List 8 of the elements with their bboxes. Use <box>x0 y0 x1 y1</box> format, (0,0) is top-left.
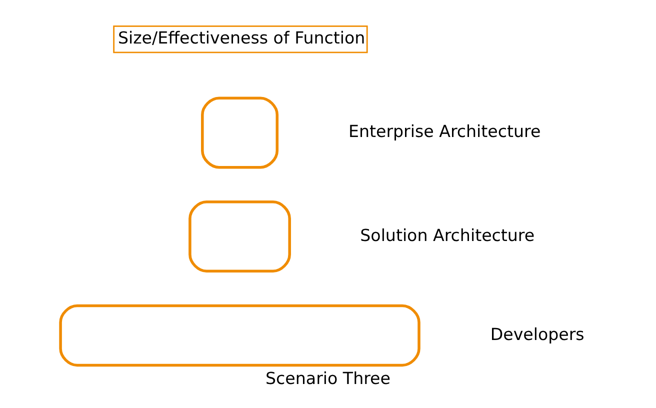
label: Developers <box>490 324 584 344</box>
node-box <box>59 304 420 367</box>
node-box <box>188 200 291 272</box>
caption: Scenario Three <box>266 369 390 388</box>
label: Size/Effectiveness of Function <box>118 28 366 48</box>
label: Enterprise Architecture <box>348 122 541 142</box>
node-box <box>201 96 279 169</box>
label: Solution Architecture <box>360 226 535 245</box>
